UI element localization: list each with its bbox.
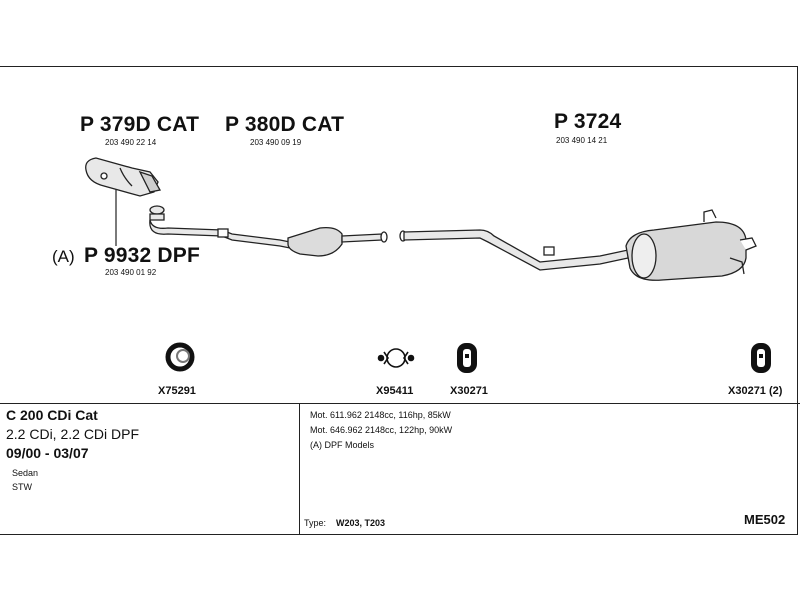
vehicle-years: 09/00 - 03/07: [6, 445, 89, 461]
fitting-label-x30271-2: X30271 (2): [728, 385, 783, 397]
second-catalyst-number: 203 490 09 19: [250, 138, 302, 147]
rear-silencer-name: P 3724: [554, 110, 622, 133]
type-value: W203, T203: [336, 518, 386, 528]
dpf-prefix: (A): [52, 247, 75, 266]
front-catalyst-name: P 379D CAT: [80, 113, 200, 136]
note-dpf: (A) DPF Models: [310, 440, 375, 450]
fitting-label-x95411: X95411: [376, 385, 414, 397]
front-catalyst-part[interactable]: [85, 157, 162, 197]
vehicle-body-stw: STW: [12, 482, 32, 492]
type-label: Type:: [304, 518, 327, 528]
divider-horizontal: [0, 403, 800, 404]
dpf-name: P 9932 DPF: [84, 244, 201, 267]
divider-vertical: [299, 403, 300, 534]
note-engine-2: Mot. 646.962 2148cc, 122hp, 90kW: [310, 425, 453, 435]
clamp-icon[interactable]: [377, 348, 415, 368]
ring-gasket-icon[interactable]: [165, 342, 195, 372]
second-catalyst-part[interactable]: [287, 226, 388, 257]
second-catalyst-name: P 380D CAT: [225, 113, 345, 136]
dpf-number: 203 490 01 92: [105, 268, 157, 277]
rear-silencer-part[interactable]: [399, 209, 757, 281]
note-engine-1: Mot. 611.962 2148cc, 116hp, 85kW: [310, 410, 451, 420]
down-pipe-part[interactable]: [149, 205, 291, 249]
rear-silencer-number: 203 490 14 21: [556, 136, 608, 145]
rubber-hanger-2-icon[interactable]: [751, 343, 771, 373]
fitting-label-x75291: X75291: [158, 385, 196, 397]
fitting-label-x30271: X30271: [450, 385, 488, 397]
diagram-frame: [0, 66, 798, 535]
catalog-code: ME502: [744, 512, 786, 527]
rubber-hanger-icon[interactable]: [457, 343, 477, 373]
vehicle-engines: 2.2 CDi, 2.2 CDi DPF: [6, 426, 140, 442]
vehicle-model: C 200 CDi Cat: [6, 407, 98, 423]
front-catalyst-number: 203 490 22 14: [105, 138, 157, 147]
vehicle-body-sedan: Sedan: [12, 468, 39, 478]
